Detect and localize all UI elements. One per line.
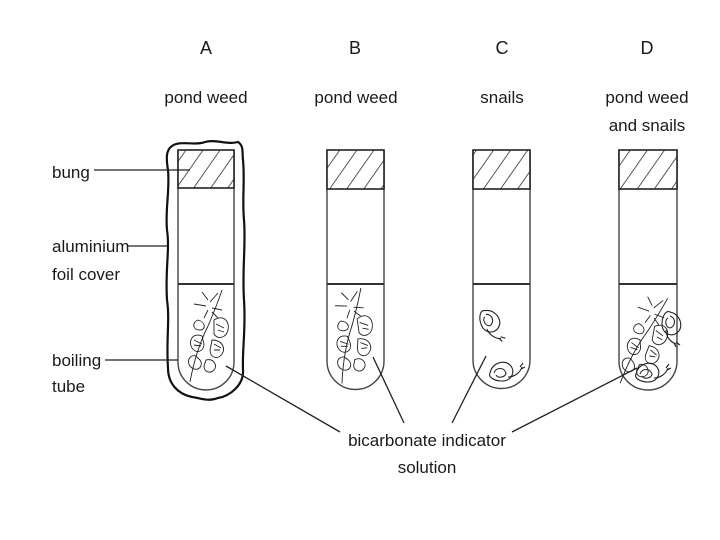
- boiling-tube-a: [177, 150, 235, 391]
- solution-callout: bicarbonate indicator solution: [225, 355, 638, 477]
- side-labels: bung aluminium foil cover boiling tube: [52, 163, 190, 396]
- tube-a: [165, 140, 246, 401]
- tube-a-contents-label: pond weed: [164, 88, 247, 107]
- tube-b: [326, 149, 385, 391]
- tube-b-letter: B: [349, 38, 361, 58]
- boiling-tube-b: [326, 150, 385, 391]
- tube-d-letter: D: [641, 38, 654, 58]
- bung-d: [618, 149, 678, 190]
- tube-headers: A B C D pond weed pond weed snails pond …: [164, 38, 688, 135]
- tube-label-line2: tube: [52, 377, 85, 396]
- tube-d-contents-label-line2: and snails: [609, 116, 686, 135]
- tube-label-line1: boiling: [52, 351, 101, 370]
- tube-a-letter: A: [200, 38, 212, 58]
- tube-b-contents-label: pond weed: [314, 88, 397, 107]
- solution-caption-line1: bicarbonate indicator: [348, 431, 506, 450]
- solution-leader-a: [225, 365, 341, 433]
- solution-leader-c: [451, 355, 487, 424]
- tube-d-contents-label-line1: pond weed: [605, 88, 688, 107]
- bung-b: [326, 149, 385, 190]
- tube-c-contents-label: snails: [480, 88, 523, 107]
- bung-c: [472, 149, 531, 190]
- bung-a: [177, 149, 235, 189]
- aluminium-foil-cover: [165, 140, 246, 401]
- solution-leader-d: [511, 367, 638, 433]
- foil-label-line2: foil cover: [52, 265, 120, 284]
- tube-d: [618, 149, 682, 391]
- tube-c-letter: C: [496, 38, 509, 58]
- foil-label-line1: aluminium: [52, 237, 129, 256]
- tube-c: [472, 149, 531, 390]
- solution-caption-line2: solution: [398, 458, 457, 477]
- bung-label: bung: [52, 163, 90, 182]
- solution-leader-b: [372, 356, 405, 424]
